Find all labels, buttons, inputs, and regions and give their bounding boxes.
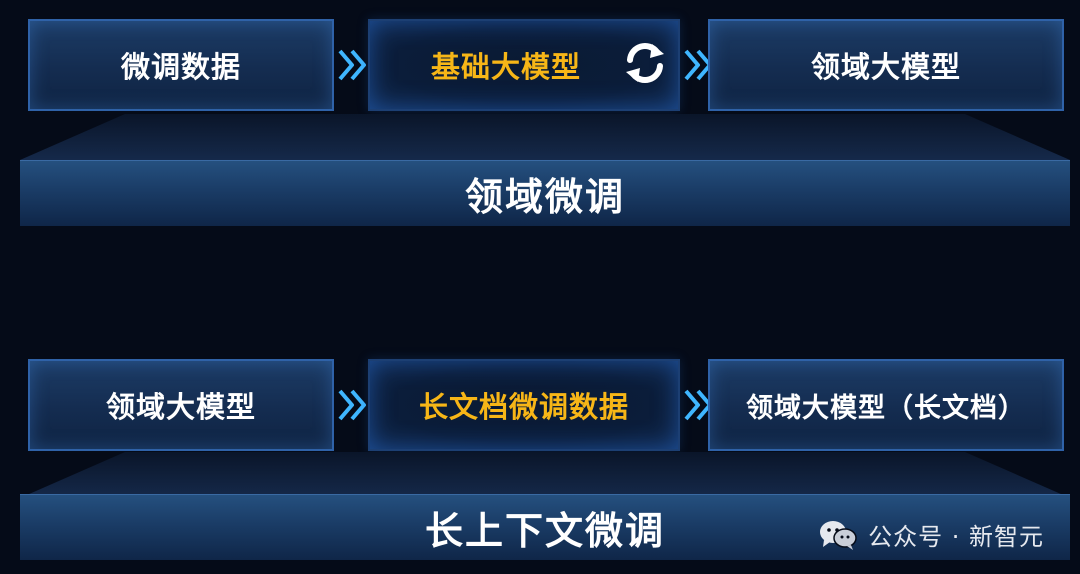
base-model-label: 基础大模型 xyxy=(430,50,581,84)
domain-model-input-box: 领域大模型 xyxy=(28,359,334,451)
domain-finetune-platform: 领域微调 xyxy=(20,160,1070,226)
long-doc-data-label: 长文档微调数据 xyxy=(418,390,629,424)
domain-finetune-label: 领域微调 xyxy=(464,175,625,219)
finetune-data-label: 微调数据 xyxy=(120,50,241,84)
base-model-box: 基础大模型 xyxy=(368,19,680,111)
platform-surface xyxy=(20,114,1070,160)
platform-surface xyxy=(20,452,1070,498)
double-chevron-right-icon xyxy=(338,389,366,421)
watermark-text: 公众号 · 新智元 xyxy=(868,523,1044,551)
domain-model-label: 领域大模型 xyxy=(810,50,961,84)
wechat-icon xyxy=(820,520,857,550)
long-doc-model-box: 领域大模型（长文档） xyxy=(708,359,1064,451)
watermark: 公众号 · 新智元 xyxy=(818,517,1044,552)
long-context-finetune-label: 长上下文微调 xyxy=(424,509,665,553)
double-chevron-right-icon xyxy=(338,49,366,81)
long-context-finetune-platform: 长上下文微调 xyxy=(20,494,1070,560)
domain-model-box: 领域大模型 xyxy=(708,19,1064,111)
domain-model-input-label: 领域大模型 xyxy=(105,390,256,424)
long-doc-model-label: 领域大模型（长文档） xyxy=(746,392,1026,424)
finetune-data-box: 微调数据 xyxy=(28,19,334,111)
long-doc-data-box: 长文档微调数据 xyxy=(368,359,680,451)
refresh-icon xyxy=(626,43,664,83)
